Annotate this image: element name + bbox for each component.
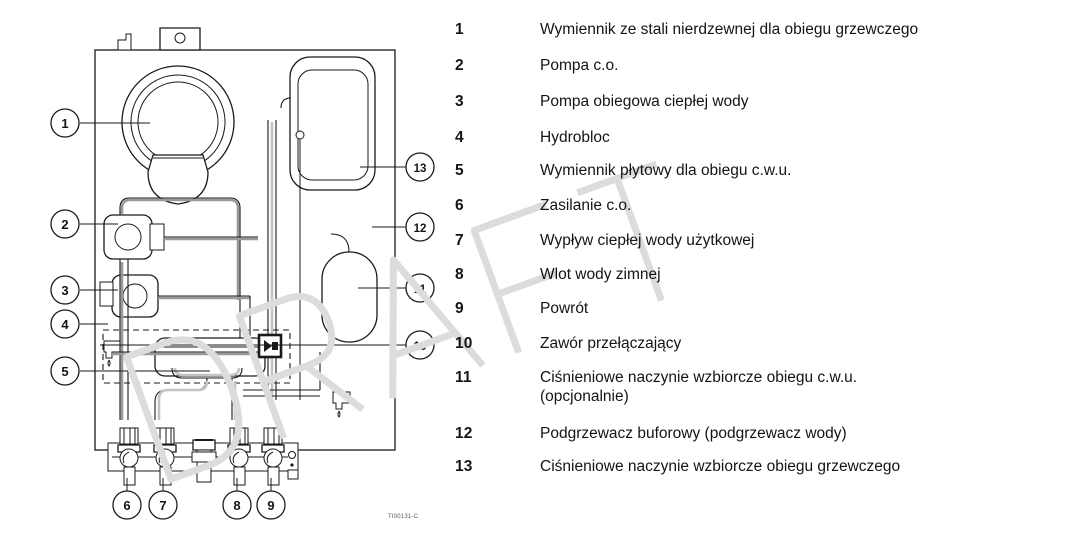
svg-text:4: 4 [61, 317, 69, 332]
callout-1[interactable]: 1 [50, 108, 80, 138]
legend-label: Wymiennik ze stali nierdzewnej dla obieg… [540, 21, 919, 38]
expansion-vessel-heating-part [289, 56, 376, 191]
heat-exchanger-part [121, 65, 235, 205]
legend-number: 4 [455, 129, 464, 146]
legend-number: 1 [455, 21, 464, 38]
diverter-valve-part [257, 333, 283, 359]
boiler-cutaway-diagram: .ln { fill:none; stroke:#1a1a1a; stroke-… [0, 0, 450, 530]
legend-label: Pompa c.o. [540, 57, 619, 74]
callout-6[interactable]: 6 [112, 490, 142, 520]
pump-dhw-part [99, 274, 159, 318]
plate-heat-exchanger-part [154, 337, 266, 379]
legend-number: 5 [455, 162, 464, 179]
svg-text:9: 9 [267, 498, 274, 513]
callout-10[interactable]: 10 [405, 330, 435, 360]
legend-list: 1 Wymiennik ze stali nierdzewnej dla obi… [455, 0, 1080, 530]
svg-text:5: 5 [61, 364, 68, 379]
legend-item-12: 12 Podgrzewacz buforowy (podgrzewacz wod… [455, 424, 1080, 443]
legend-number: 13 [455, 458, 473, 475]
legend-label: Ciśnieniowe naczynie wzbiorcze obiegu c.… [540, 369, 858, 405]
callout-13[interactable]: 13 [405, 152, 435, 182]
callout-12[interactable]: 12 [405, 212, 435, 242]
callout-2[interactable]: 2 [50, 209, 80, 239]
svg-text:10: 10 [414, 341, 427, 353]
legend-label: Wypływ ciepłej wody użytkowej [540, 232, 755, 249]
svg-text:11: 11 [414, 284, 427, 296]
legend-item-13: 13 Ciśnieniowe naczynie wzbiorcze obiegu… [455, 457, 1080, 476]
legend-item-9: 9 Powrót [455, 299, 1080, 318]
callout-11[interactable]: 11 [405, 273, 435, 303]
legend-number: 6 [455, 197, 464, 214]
legend-item-11: 11 Ciśnieniowe naczynie wzbiorcze obiegu… [455, 368, 1080, 406]
legend-label: Zasilanie c.o. [540, 197, 632, 214]
legend-item-7: 7 Wypływ ciepłej wody użytkowej [455, 231, 1080, 250]
callout-7[interactable]: 7 [148, 490, 178, 520]
legend-item-3: 3 Pompa obiegowa ciepłej wody [455, 92, 1080, 111]
legend-number: 11 [455, 369, 472, 386]
callout-8[interactable]: 8 [222, 490, 252, 520]
drawing-code: TI00131-C [388, 514, 419, 520]
svg-text:6: 6 [123, 498, 130, 513]
legend-number: 10 [455, 335, 473, 352]
legend-item-2: 2 Pompa c.o. [455, 56, 1080, 75]
callout-9[interactable]: 9 [256, 490, 286, 520]
svg-text:8: 8 [233, 498, 240, 513]
svg-text:3: 3 [61, 283, 68, 298]
legend-number: 3 [455, 93, 464, 110]
legend-item-8: 8 Wlot wody zimnej [455, 265, 1080, 284]
legend-item-6: 6 Zasilanie c.o. [455, 196, 1080, 215]
legend-item-1: 1 Wymiennik ze stali nierdzewnej dla obi… [455, 20, 1080, 39]
callout-4[interactable]: 4 [50, 309, 80, 339]
legend-number: 8 [455, 266, 464, 283]
legend-label: Powrót [540, 300, 589, 317]
svg-text:2: 2 [61, 217, 68, 232]
legend-number: 7 [455, 232, 464, 249]
legend-label: Wymiennik płytowy dla obiegu c.w.u. [540, 162, 792, 179]
legend-number: 12 [455, 425, 473, 442]
svg-text:7: 7 [159, 498, 166, 513]
legend-number: 2 [455, 57, 464, 74]
legend-item-5: 5 Wymiennik płytowy dla obiegu c.w.u. [455, 161, 1080, 180]
legend-label: Ciśnieniowe naczynie wzbiorcze obiegu gr… [540, 458, 901, 475]
svg-text:1: 1 [61, 116, 68, 131]
legend-label: Wlot wody zimnej [540, 266, 661, 283]
legend-item-10: 10 Zawór przełączający [455, 334, 1080, 353]
legend-label: Zawór przełączający [540, 335, 682, 352]
legend-number: 9 [455, 300, 464, 317]
callout-5[interactable]: 5 [50, 356, 80, 386]
svg-text:12: 12 [414, 223, 427, 235]
legend-item-4: 4 Hydrobloc [455, 128, 1080, 147]
legend-label: Podgrzewacz buforowy (podgrzewacz wody) [540, 425, 847, 442]
legend-label: Pompa obiegowa ciepłej wody [540, 93, 749, 110]
svg-text:13: 13 [414, 163, 427, 175]
callout-3[interactable]: 3 [50, 275, 80, 305]
legend-label: Hydrobloc [540, 129, 610, 146]
diagram-svg: .ln { fill:none; stroke:#1a1a1a; stroke-… [50, 27, 435, 520]
